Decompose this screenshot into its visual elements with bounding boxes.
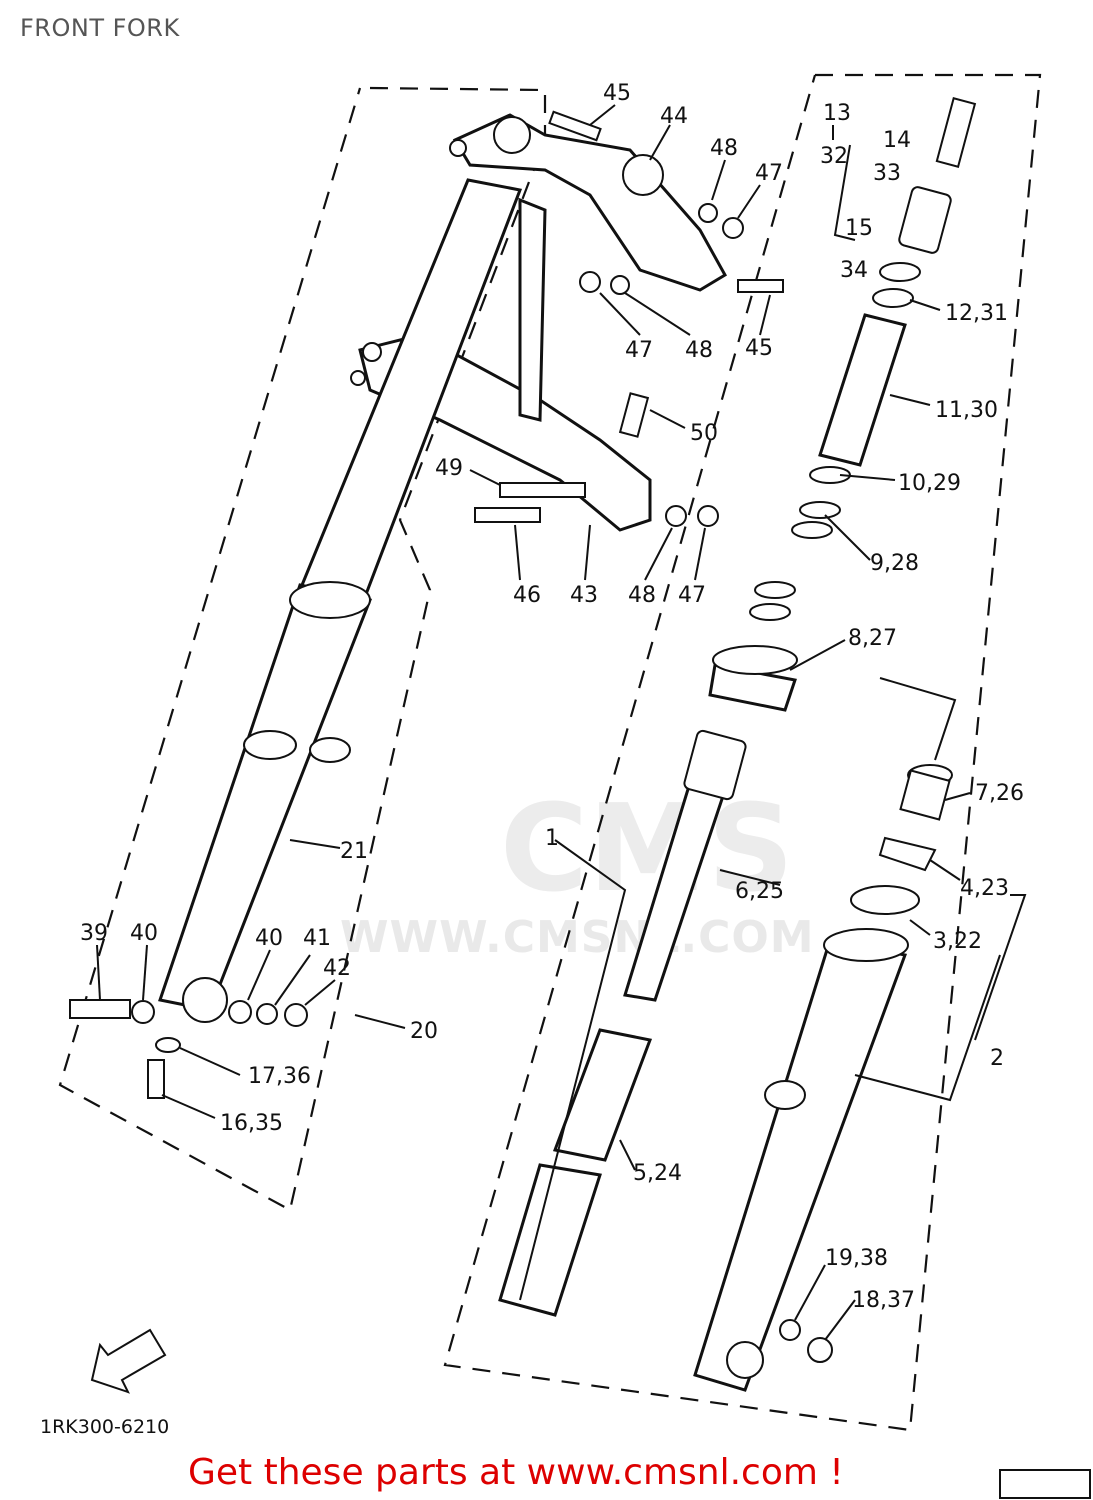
damper-rod <box>623 729 747 1002</box>
forward-arrow-icon <box>90 1328 167 1394</box>
part-label: 46 <box>513 583 541 608</box>
seal-and-bushings <box>850 764 953 915</box>
inner-fork-tube <box>498 1028 653 1317</box>
left-assembly-boundary <box>58 86 547 1212</box>
part-label: 5,24 <box>633 1161 682 1186</box>
part-label: 43 <box>570 583 598 608</box>
part-label: 33 <box>873 161 901 186</box>
part-label: 47 <box>625 338 653 363</box>
part-label: 11,30 <box>935 398 998 423</box>
part-label: 40 <box>130 921 158 946</box>
part-label: 9,28 <box>870 551 919 576</box>
part-label: 48 <box>710 136 738 161</box>
right-fork-outer-tube <box>693 928 909 1392</box>
part-label: 20 <box>410 1019 438 1044</box>
part-label: 15 <box>845 216 873 241</box>
part-label: 13 <box>823 101 851 126</box>
watermark-brand: CMS <box>500 780 794 919</box>
part-label: 12,31 <box>945 301 1008 326</box>
part-label: 4,23 <box>960 876 1009 901</box>
part-label: 32 <box>820 144 848 169</box>
part-label: 42 <box>323 956 351 981</box>
part-label: 3,22 <box>933 929 982 954</box>
right-assembly-boundary <box>443 73 1042 1432</box>
part-label: 19,38 <box>825 1246 888 1271</box>
part-label: 6,25 <box>735 879 784 904</box>
leader-lines <box>96 104 1027 1341</box>
oil-seal <box>708 645 798 712</box>
diagram-code: 1RK300-6210 <box>40 1416 170 1438</box>
part-label: 41 <box>303 926 331 951</box>
left-fork-outer-tube <box>158 178 547 1023</box>
part-label: 14 <box>883 128 911 153</box>
part-label: 34 <box>840 258 868 283</box>
part-label: 47 <box>755 161 783 186</box>
part-label: 50 <box>690 421 718 446</box>
fork-cap-bolt <box>872 97 977 308</box>
fork-spacer-tube <box>818 313 907 467</box>
part-label: 7,26 <box>975 781 1024 806</box>
bolts-and-washers <box>69 110 833 1363</box>
part-label: 10,29 <box>898 471 961 496</box>
part-label: 16,35 <box>220 1111 283 1136</box>
fork-springs <box>749 466 851 621</box>
footer-link[interactable]: Get these parts at www.cmsnl.com ! <box>188 1452 844 1493</box>
corner-mark <box>999 1469 1091 1499</box>
part-label: 40 <box>255 926 283 951</box>
part-label: 8,27 <box>848 626 897 651</box>
part-label: 47 <box>678 583 706 608</box>
part-label: 1 <box>545 826 559 851</box>
page-title: FRONT FORK <box>20 14 180 42</box>
part-label: 48 <box>685 338 713 363</box>
part-label: 39 <box>80 921 108 946</box>
part-label: 21 <box>340 839 368 864</box>
part-label: 17,36 <box>248 1064 311 1089</box>
part-label: 49 <box>435 456 463 481</box>
part-label: 45 <box>745 336 773 361</box>
watermark-url: WWW.CMSNL.COM <box>340 912 815 963</box>
upper-triple-clamp <box>449 113 728 292</box>
part-label: 48 <box>628 583 656 608</box>
part-label: 44 <box>660 104 688 129</box>
part-label: 18,37 <box>852 1288 915 1313</box>
part-label: 2 <box>990 1046 1004 1071</box>
part-label: 45 <box>603 81 631 106</box>
